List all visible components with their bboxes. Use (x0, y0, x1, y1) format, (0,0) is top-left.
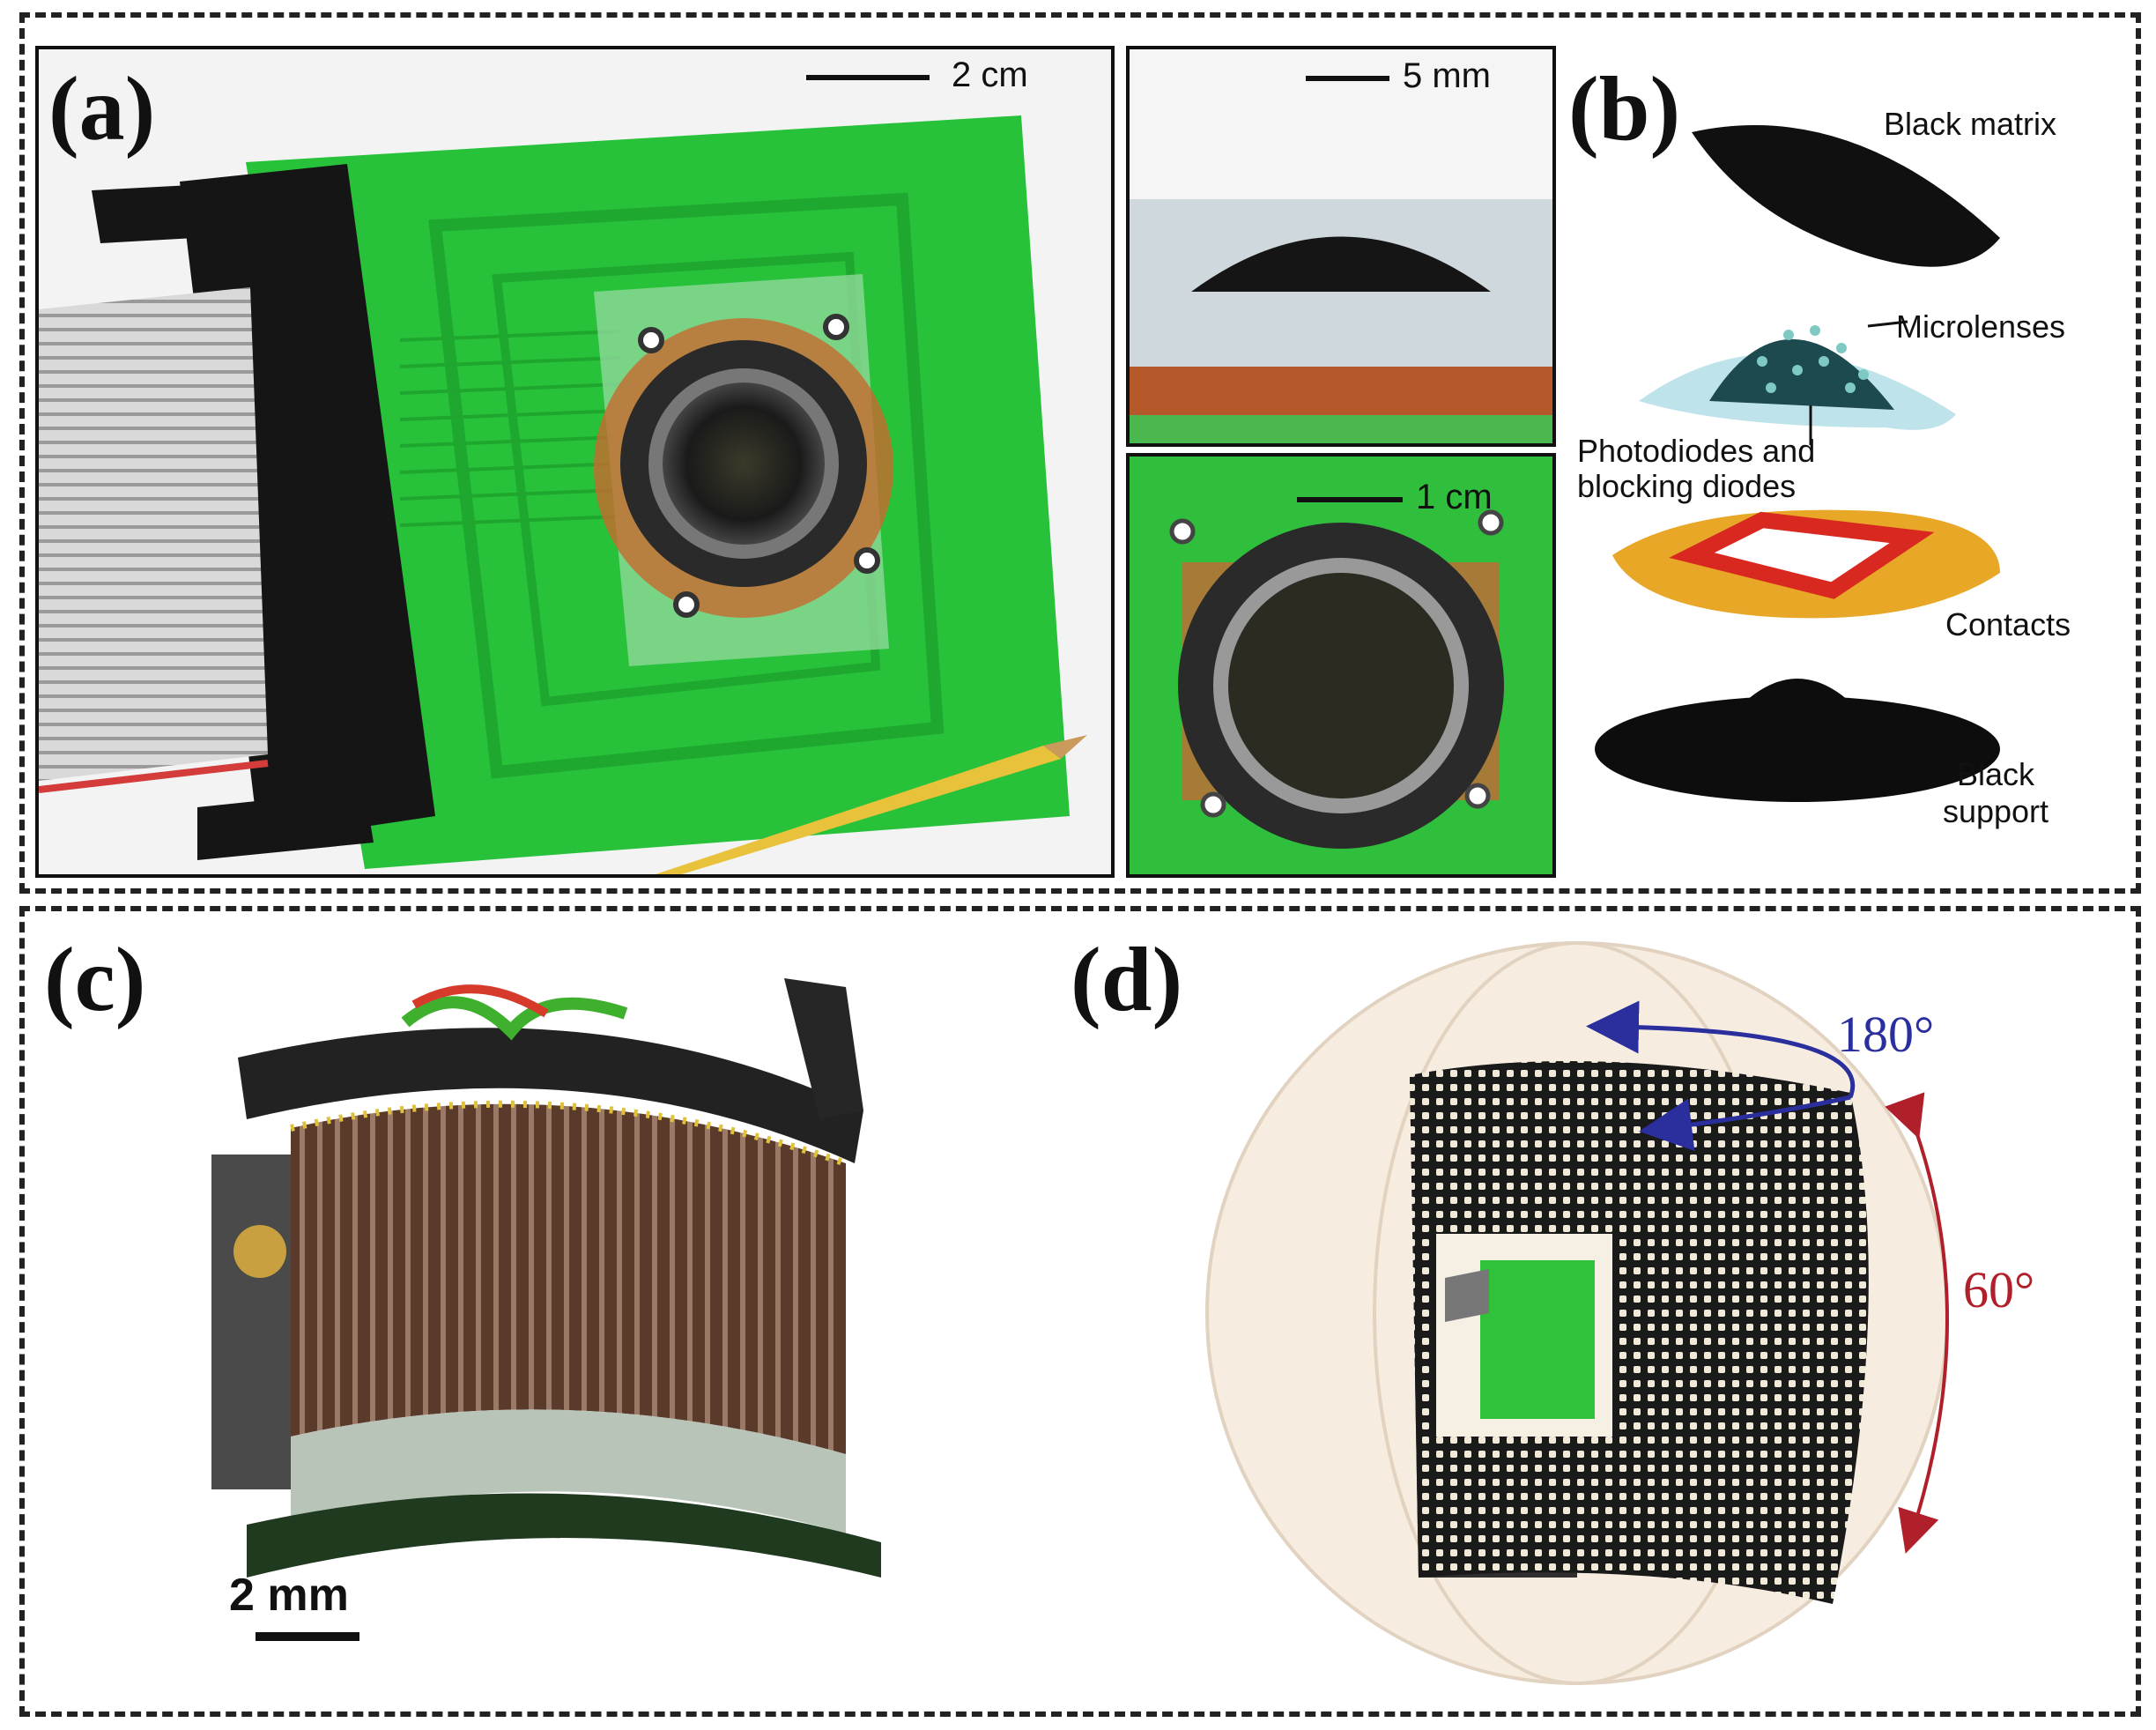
panel-a-label: (a) (48, 58, 156, 160)
bottom-figure-frame (19, 906, 2141, 1717)
panel-a-top-scale-bar: 1 cm (1297, 476, 1552, 520)
camera-board-illustration (39, 49, 1111, 874)
layer-label-photodiodes: Photodiodes and blocking diodes (1577, 433, 1816, 504)
panel-a-side-photo: 5 mm (1126, 46, 1556, 447)
panel-d-label: (d) (1071, 929, 1183, 1030)
panel-c-scale-label: 2 mm (229, 1570, 349, 1621)
panel-a-side-scale-label: 5 mm (1403, 56, 1491, 95)
panel-a-scale-bar: 2 cm (806, 48, 1071, 101)
angle-label-60: 60° (1963, 1261, 2035, 1318)
top-view-illustration (1130, 457, 1552, 874)
curved-sensor-illustration (211, 978, 881, 1578)
panel-c-scale-bar: 2 mm (229, 1569, 432, 1657)
exploded-layers-illustration (1595, 125, 2000, 802)
hemispherical-array-illustration (1205, 941, 1949, 1685)
panel-a-side-scale-bar: 5 mm (1306, 55, 1552, 99)
layer-label-black-support: Black support (1942, 756, 2049, 829)
angle-label-180: 180° (1837, 1006, 1935, 1063)
layer-label-contacts: Contacts (1945, 606, 2071, 642)
panel-a-main-photo (35, 46, 1115, 878)
panel-b-label: (b) (1568, 58, 1681, 160)
panel-a-top-photo: 1 cm (1126, 453, 1556, 878)
panel-a-top-scale-label: 1 cm (1416, 478, 1493, 516)
layer-label-black-matrix: Black matrix (1884, 106, 2057, 142)
panel-a-scale-label: 2 cm (952, 56, 1028, 94)
side-view-illustration (1130, 49, 1552, 443)
top-figure-frame (19, 12, 2141, 894)
panel-c-label: (c) (44, 929, 146, 1030)
layer-label-microlenses: Microlenses (1896, 308, 2066, 345)
